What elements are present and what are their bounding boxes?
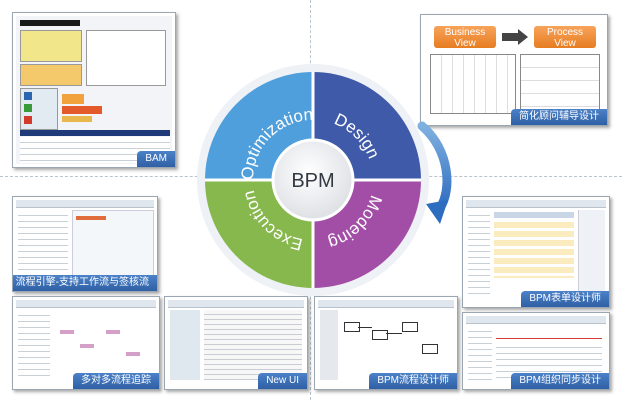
multi-tracking-caption: 多对多流程追踪 — [73, 373, 159, 389]
bam-screenshot — [16, 16, 172, 164]
bam-panel: BAM — [12, 12, 176, 168]
form-designer-panel: BPM表单设计师 — [462, 196, 610, 308]
org-sync-panel: BPM组织同步设计 — [462, 312, 610, 390]
process-view-tab: Process View — [534, 26, 596, 49]
view-arrow-icon — [502, 33, 518, 41]
bam-caption: BAM — [137, 151, 175, 167]
flow-designer-panel: BPM流程设计师 — [314, 296, 458, 390]
process-view-screenshot: Business View Process View — [424, 18, 604, 122]
bpm-center-label: BPM — [291, 170, 334, 192]
new-ui-screenshot — [168, 300, 304, 386]
process-engine-caption: 流程引擎-支持工作流与签核流 — [13, 275, 157, 291]
flow-designer-caption: BPM流程设计师 — [369, 373, 457, 389]
new-ui-panel: New UI — [164, 296, 308, 390]
view-arrow-head-icon — [518, 29, 528, 45]
process-engine-panel: 流程引擎-支持工作流与签核流 — [12, 196, 158, 292]
new-ui-caption: New UI — [258, 373, 307, 389]
form-designer-caption: BPM表单设计师 — [521, 291, 609, 307]
simplified-design-caption: 简化顾问辅导设计 — [511, 109, 607, 125]
flow-designer-screenshot — [318, 300, 454, 386]
cycle-arrow-icon — [417, 121, 452, 224]
form-designer-screenshot — [466, 200, 606, 304]
bpm-wheel: Optimization Design Modeing Execution BP… — [197, 64, 429, 296]
bpm-center — [271, 138, 355, 222]
simplified-design-panel: Business View Process View 简化顾问辅导设计 — [420, 14, 608, 126]
business-view-tab: Business View — [434, 26, 496, 49]
multi-tracking-panel: 多对多流程追踪 — [12, 296, 160, 390]
multi-tracking-screenshot — [16, 300, 156, 386]
org-sync-caption: BPM组织同步设计 — [511, 373, 609, 389]
